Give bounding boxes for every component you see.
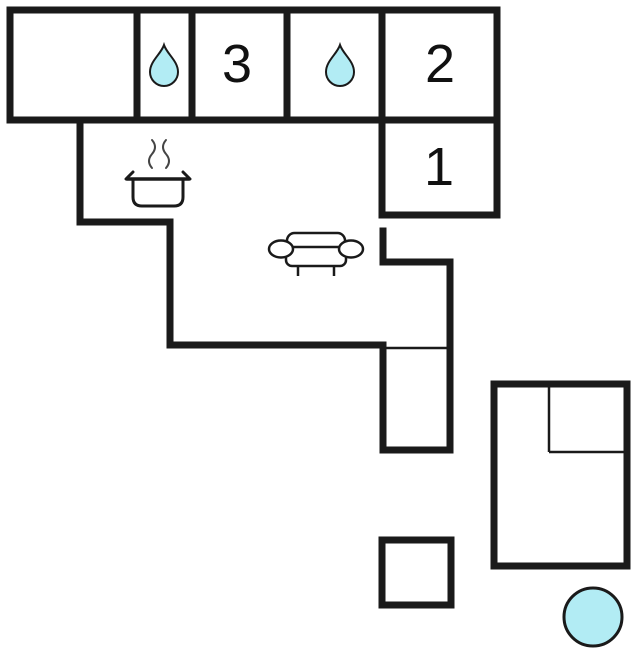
annex-building (490, 380, 631, 570)
interior-partitions (386, 346, 628, 454)
room-1-label: 1 (424, 137, 454, 197)
sofa-seat (284, 245, 348, 268)
steam-line (148, 139, 156, 169)
sofa-feet (296, 266, 336, 276)
pot-body (131, 177, 185, 208)
small-outbuilding (378, 536, 455, 609)
steam-line (162, 139, 170, 169)
water-drop-icon (324, 41, 356, 88)
room-3-label: 3 (222, 34, 252, 94)
hot-tub-circle-icon (562, 586, 624, 648)
sofa-icon (267, 231, 365, 276)
pot-handles (124, 170, 192, 181)
cooking-pot-icon (124, 139, 192, 208)
room-2-label: 2 (425, 34, 455, 94)
main-building-walls (6, 6, 501, 454)
water-drop-icon (148, 41, 180, 88)
sofa-armrest (267, 239, 295, 259)
sofa-armrest (337, 239, 365, 259)
